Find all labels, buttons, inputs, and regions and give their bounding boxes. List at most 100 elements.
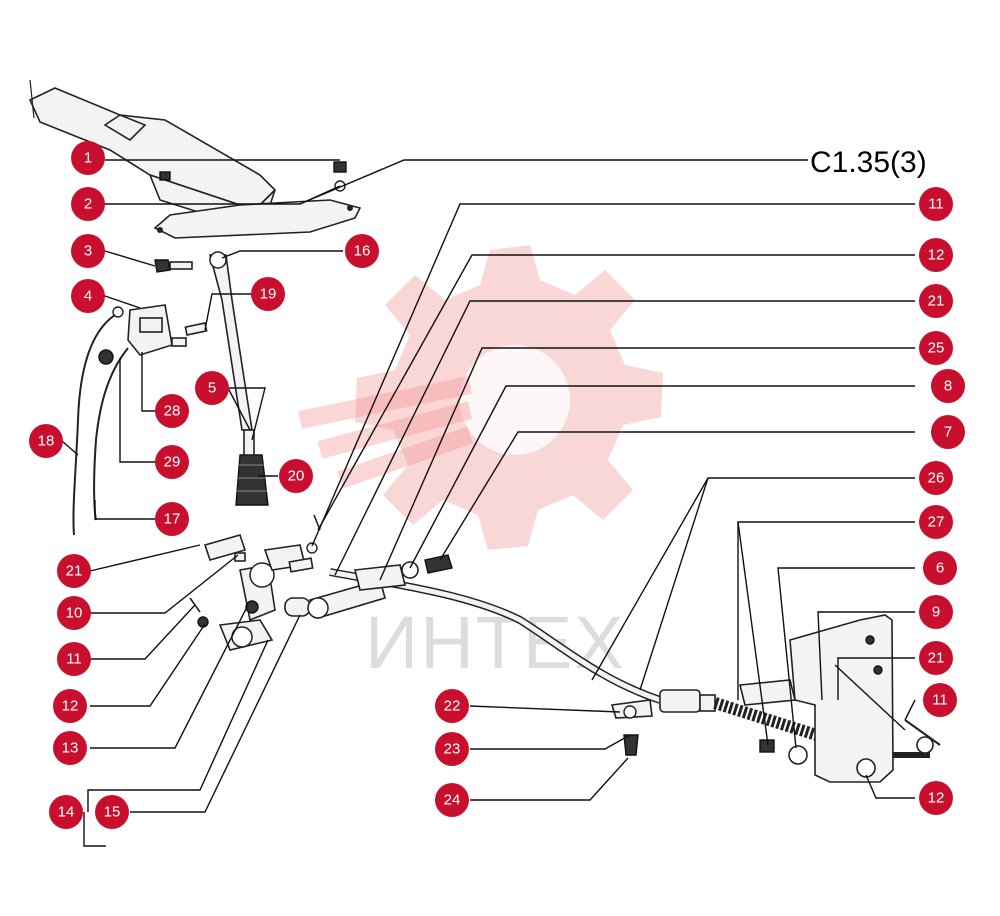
callout-number: 29 [164,454,181,471]
callout-marker: 10 [57,596,91,630]
bolt-part-3 [154,259,193,273]
callout-marker: 21 [57,554,91,588]
callout-number: 6 [936,560,944,577]
callout-marker: 16 [345,234,379,268]
callout-marker: 18 [29,424,63,458]
reference-code-label: C1.35(3) [810,146,927,179]
callout-number: 11 [932,692,948,709]
callout-marker: 25 [919,331,953,365]
callout-circle [57,596,91,630]
callout-number: 21 [928,650,945,667]
callout-marker: 23 [435,732,469,766]
callout-number: 27 [928,514,945,531]
callout-number: 14 [58,804,75,821]
callout-number: 12 [928,247,945,264]
callout-marker: 19 [251,277,285,311]
callout-marker: 5 [195,371,229,405]
callout-number: 28 [164,403,181,420]
callout-number: 21 [928,293,945,310]
parts-drawing [28,79,941,783]
callout-circle [923,551,957,585]
callout-number: 12 [62,698,79,715]
callout-marker: 1 [71,141,105,175]
brake-switch [127,304,208,356]
leader-lines [61,159,916,847]
callout-marker: 3 [71,234,105,268]
callout-marker: 28 [155,394,189,428]
callout-marker: 7 [931,415,965,449]
callout-circle [53,689,87,723]
callout-circle [435,783,469,817]
callout-marker: 29 [155,445,189,479]
callout-marker: 11 [923,683,957,717]
callout-circle [919,781,953,815]
callout-circle [155,502,189,536]
brake-cable [329,554,934,761]
callout-number: 11 [928,196,944,213]
callout-marker: 24 [435,783,469,817]
callout-number: 5 [208,380,216,397]
callout-circle [279,459,313,493]
callout-circle [71,141,105,175]
watermark: ИНТЕХ [298,245,663,684]
callout-circle [57,554,91,588]
callout-marker: 12 [919,781,953,815]
callout-marker: 21 [919,284,953,318]
callout-number: 10 [66,605,83,622]
callout-circle [435,732,469,766]
callout-circle [919,461,953,495]
callout-marker: 22 [435,689,469,723]
callout-marker: 27 [919,505,953,539]
callout-circle [71,187,105,221]
callout-circle [155,394,189,428]
callout-circle [919,331,953,365]
callout-number: 11 [66,651,82,668]
callout-circle [71,234,105,268]
callout-number: 7 [944,424,952,441]
callout-marker: 14 [49,795,83,829]
callout-circle [251,277,285,311]
callout-number: 2 [84,196,92,213]
callout-marker: 15 [95,795,129,829]
callout-circle [57,642,91,676]
callout-circle [195,371,229,405]
lower-linkage [189,514,386,651]
callout-circle [345,234,379,268]
cable-bracket [738,614,941,783]
callout-number: 20 [288,468,305,485]
callout-circle [435,689,469,723]
watermark-text: ИНТЕХ [365,601,626,684]
callout-number: 25 [928,340,945,357]
callout-number: 18 [38,433,55,450]
callout-circle [53,731,87,765]
callout-number: 21 [66,563,83,580]
callout-marker: 2 [71,187,105,221]
callout-circle [919,595,953,629]
callout-circle [49,795,83,829]
callout-number: 15 [104,804,121,821]
callout-circle [919,284,953,318]
callout-number: 12 [928,790,945,807]
callout-number: 9 [932,604,940,621]
callout-circle [931,369,965,403]
callout-number: 3 [84,243,92,260]
callout-number: 1 [84,150,92,167]
callout-marker: 11 [919,187,953,221]
callout-marker: 12 [919,238,953,272]
callout-circle [155,445,189,479]
callout-number: 4 [84,288,92,305]
callout-marker: 17 [155,502,189,536]
callout-circle [923,683,957,717]
handbrake-lever [28,79,277,226]
callout-marker: 20 [279,459,313,493]
callout-marker: 21 [919,641,953,675]
callout-circle [919,187,953,221]
push-rod-assembly [208,251,269,506]
callout-number: 16 [354,243,371,260]
callout-circle [931,415,965,449]
mounting-plate [153,161,362,239]
callout-number: 23 [444,741,461,758]
callout-marker: 4 [71,279,105,313]
